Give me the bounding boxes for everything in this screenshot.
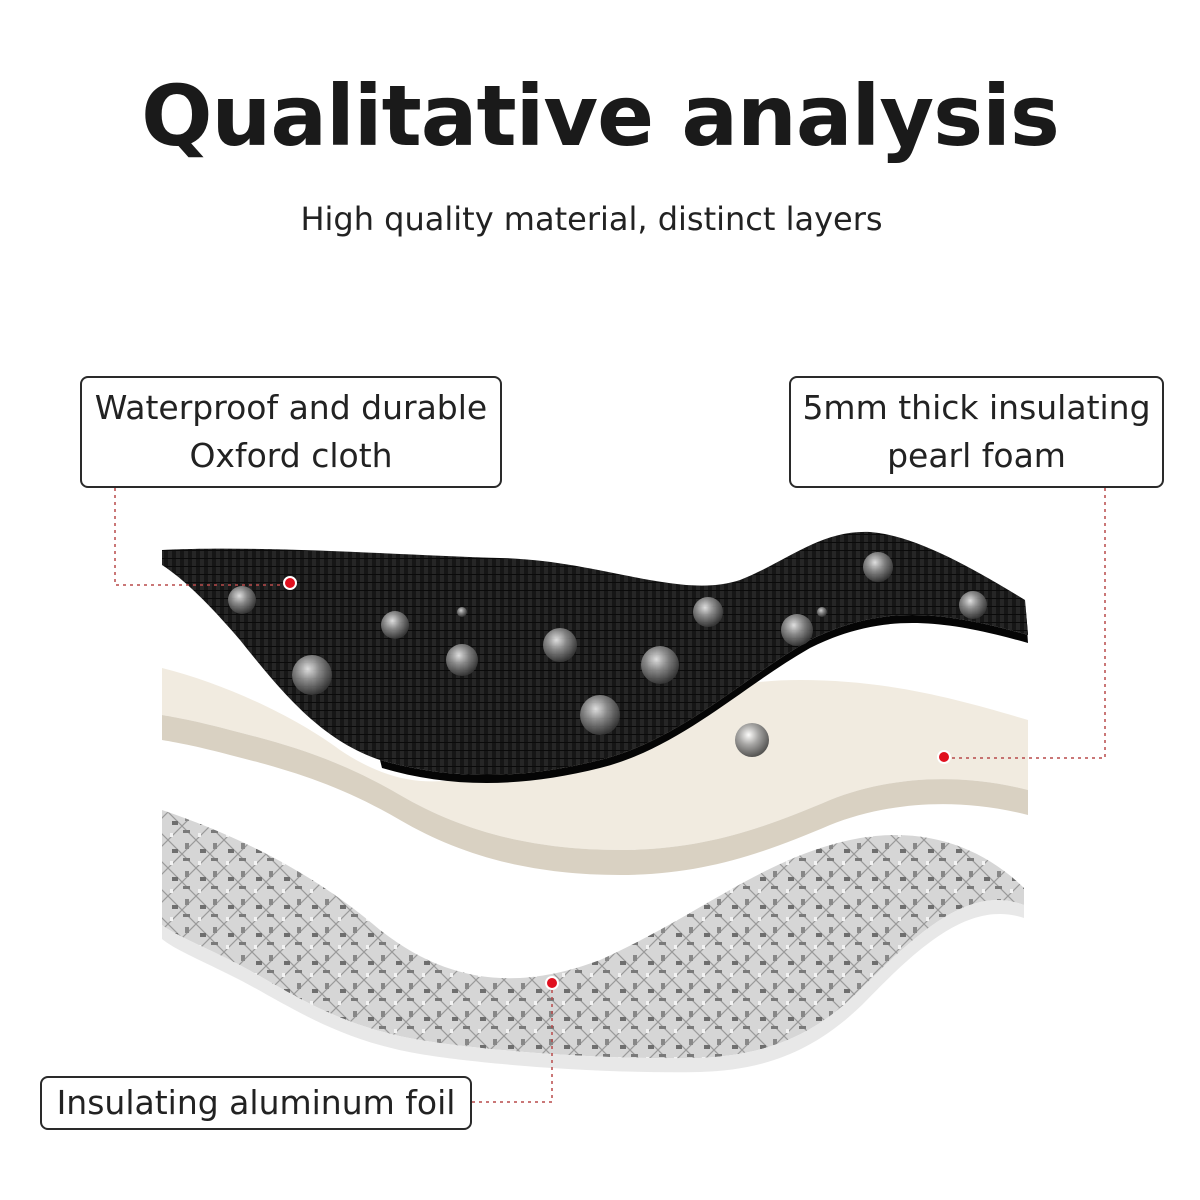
aluminum-foil-callout: Insulating aluminum foil	[40, 1076, 472, 1130]
pearl-foam-callout: 5mm thick insulating pearl foam	[789, 376, 1164, 488]
foil-marker-icon	[545, 976, 559, 990]
water-droplet-icon	[543, 628, 577, 662]
oxford-callout-line2: Oxford cloth	[189, 436, 393, 475]
water-droplet-icon	[292, 655, 332, 695]
page-subtitle: High quality material, distinct layers	[300, 200, 883, 238]
water-droplet-icon	[228, 586, 256, 614]
water-droplet-icon	[959, 591, 987, 619]
foil-leader-line	[472, 985, 553, 1103]
foam-callout-line2: pearl foam	[887, 436, 1066, 475]
water-droplet-icon	[863, 552, 893, 582]
water-droplet-icon	[735, 723, 769, 757]
aluminum-foil-layer	[162, 810, 1024, 1073]
oxford-cloth-callout: Waterproof and durable Oxford cloth	[80, 376, 502, 488]
page-title: Qualitative analysis	[141, 67, 1060, 165]
water-droplet-icon	[446, 644, 478, 676]
water-droplet-icon	[781, 614, 813, 646]
oxford-marker-icon	[283, 576, 297, 590]
water-droplet-icon	[641, 646, 679, 684]
foil-callout-text: Insulating aluminum foil	[56, 1083, 456, 1122]
foam-callout-line1: 5mm thick insulating	[802, 388, 1151, 427]
water-droplets	[228, 552, 987, 757]
water-droplet-icon	[817, 607, 827, 617]
oxford-cloth-layer	[162, 531, 1028, 783]
water-droplet-icon	[693, 597, 723, 627]
water-droplet-icon	[381, 611, 409, 639]
water-droplet-icon	[580, 695, 620, 735]
markers	[283, 576, 951, 990]
water-droplet-icon	[457, 607, 467, 617]
oxford-callout-line1: Waterproof and durable	[94, 388, 488, 427]
foam-marker-icon	[937, 750, 951, 764]
leader-lines	[114, 488, 1106, 1103]
